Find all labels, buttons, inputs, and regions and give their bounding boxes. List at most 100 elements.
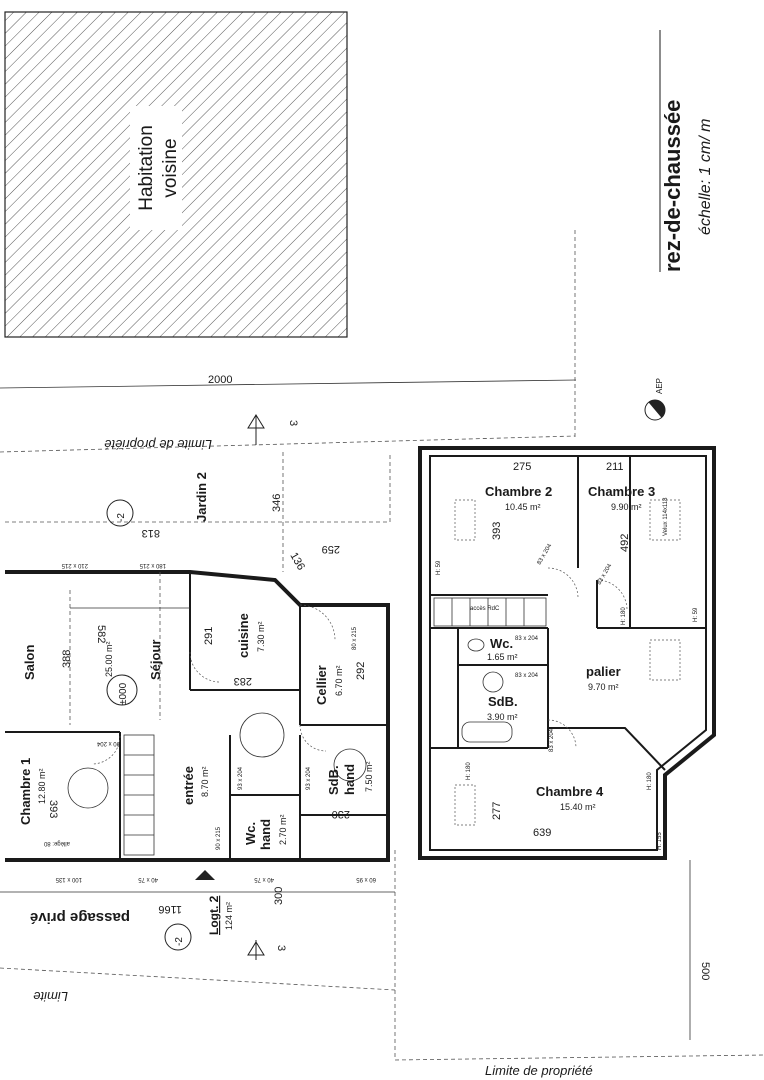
window-label-2: 180 x 215 [139,562,166,568]
wc-hand-area: 2.70 m² [278,814,288,845]
property-limit-left-label: Limite [33,989,68,1004]
door-83-c: 83 x 204 [537,542,554,566]
dim-136: 136 [287,551,307,573]
door-83-e: 83 x 204 [549,728,555,752]
door-83-b: 83 x 204 [515,673,539,679]
jardin-label: Jardin 2 [194,472,209,522]
salon-label: Salon [22,645,37,680]
passage-label: passage privé [30,909,130,926]
door-83-a: 83 x 204 [515,636,539,642]
window-label-6: 60 x 95 [356,876,376,882]
palier-label: palier [586,664,621,679]
sdb-label: SdB. [488,694,518,709]
dim-2000: 2000 [208,374,232,386]
chambre3-area: 9.90 m² [611,502,642,512]
door-label-1: 90 x 215 [216,826,222,850]
chambre3-dim-w: 211 [606,461,624,473]
chambre1-area: 12.80 m² [37,768,47,804]
cellier-area: 6.70 m² [334,665,344,696]
window-label-4: 40 x 75 [138,876,158,882]
garden-level-badge [106,499,134,527]
floor-level-badge-text: ±000 [118,682,129,705]
dim-1166: 1166 [158,903,182,915]
ground-exterior-wall [5,570,390,862]
level-badge-text: -2 [174,937,185,946]
dim-346: 346 [271,494,283,512]
door-83-d: 83 x 204 [597,562,614,586]
sejour-label: Séjour [148,640,163,680]
level-badge [164,923,192,951]
velux-label: Velux 114x118 [663,497,669,536]
logement-area: 124 m² [224,902,234,930]
wc-label: Wc. [490,636,513,651]
sdb-hand-area: 7.50 m² [364,761,374,792]
section-3-bottom: 3 [275,945,287,951]
cuisine-area: 7.30 m² [256,621,266,652]
alleges-label: allège: 80 [43,840,70,846]
salon-dim: 388 [61,650,73,668]
cuisine-dim-a: 291 [203,627,215,645]
entree-area: 8.70 m² [200,766,210,797]
entree-label: entrée [181,766,196,805]
door-label-5: 90 x 204 [96,740,120,746]
cuisine-label: cuisine [236,613,251,658]
ground-floor [5,452,391,862]
wc-hand-label-a: Wc. [243,822,258,845]
wc-area: 1.65 m² [487,652,518,662]
neighbour-label-1: Habitation [136,125,157,211]
sejour-area: 25.00 m² [104,641,114,677]
cellier-dim: 292 [355,662,367,680]
chambre2-dim-h: 393 [491,522,503,540]
dim-300: 300 [273,887,285,905]
door-label-2: 93 x 204 [238,766,244,790]
h180-c: H: 180 [647,772,653,790]
garden-level-badge-text: -2 [116,513,127,522]
dim-259: 259 [322,543,340,555]
sdb-area: 3.90 m² [487,712,518,722]
chambre2-label: Chambre 2 [485,484,552,499]
h155: H: 155 [657,832,663,850]
sdb-hand-label-a: SdB. [326,765,341,795]
dim-500: 500 [699,962,711,980]
property-limit-bottom [394,1054,764,1061]
property-limit-top [0,435,576,453]
section-3-top: 3 [287,420,299,426]
chambre3-dim-h: 492 [619,534,631,552]
property-limit-top-label: Limite de propriété [104,437,212,452]
plan-scale: échelle: 1 cm/ m [697,119,714,235]
sejour-dim: 582 [95,625,107,643]
upper-floor [418,446,716,860]
neighbour-label-2: voisine [160,138,181,197]
chambre2-area: 10.45 m² [505,502,541,512]
cuisine-dim-b: 283 [234,675,252,687]
chambre4-dim-w: 639 [533,827,551,839]
window-label-5: 40 x 75 [254,876,274,882]
window-label-1: 210 x 215 [61,562,88,568]
cellier-label: Cellier [314,665,329,705]
plan-title: rez-de-chaussée [660,100,685,272]
chambre4-dim-h: 277 [491,802,503,820]
dim-813: 813 [142,527,160,539]
chambre1-dim: 393 [47,800,59,818]
chambre1-label: Chambre 1 [18,758,33,825]
door-label-3: 93 x 204 [306,766,312,790]
upper-exterior-wall [418,446,716,860]
aep-label: AEP [655,378,664,394]
logement-label: Logt. 2 [207,895,221,935]
h180-a: H: 180 [621,607,627,625]
h180-b: H: 180 [466,762,472,780]
dimension-line-2000 [0,379,577,389]
acces-label: accès RdC [470,606,500,612]
palier-area: 9.70 m² [588,682,619,692]
door-label-4: 80 x 215 [352,626,358,650]
sdb-hand-dim: 230 [332,808,350,820]
chambre2-dim-w: 275 [513,461,531,473]
chambre3-label: Chambre 3 [588,484,655,499]
chambre4-area: 15.40 m² [560,802,596,812]
floor-level-badge [106,674,138,706]
h59-left: H: 59 [436,560,442,575]
wc-hand-label-b: hand [258,819,273,850]
window-label-3: 100 x 135 [55,876,82,882]
property-limit-left-bottom [0,967,396,991]
